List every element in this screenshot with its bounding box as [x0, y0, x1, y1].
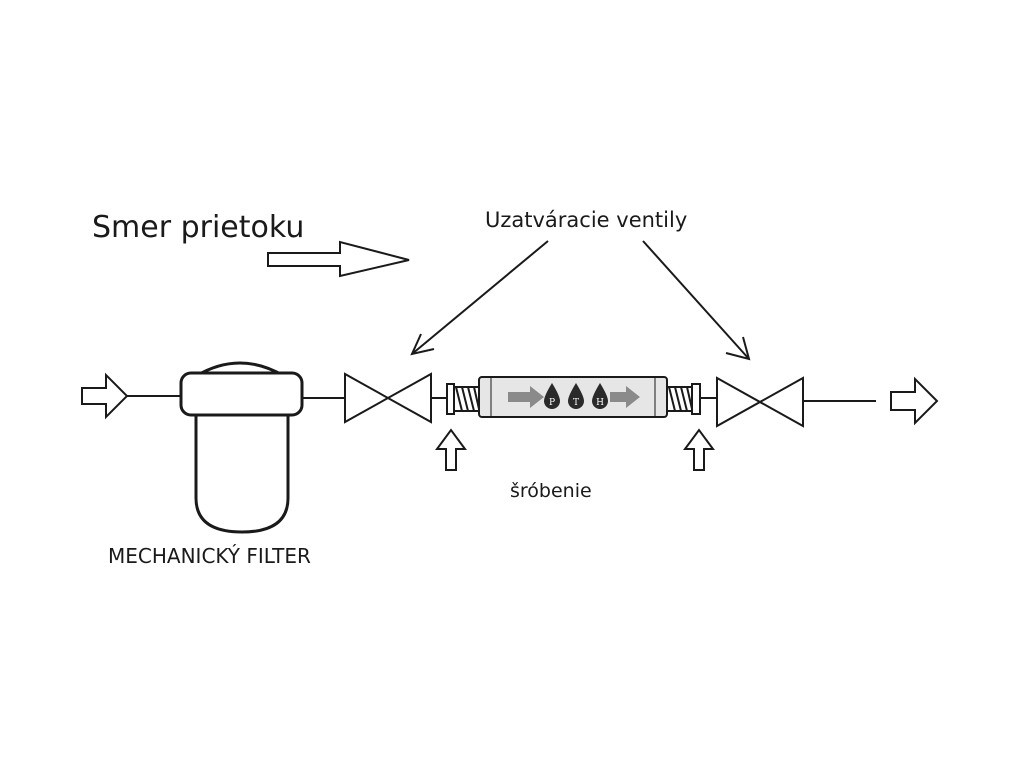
- cartridge-arrow-tail: [508, 386, 544, 408]
- drop-p-label: P: [549, 398, 555, 408]
- drop-p-icon: P: [544, 383, 560, 409]
- shutoff-valve-right: [716, 376, 804, 428]
- drop-t-icon: T: [568, 383, 584, 409]
- cartridge: P T H: [478, 376, 668, 418]
- pointer-to-left-valve: [410, 240, 549, 356]
- fitting-arrow-right: [683, 428, 715, 471]
- cartridge-arrow-head: [610, 386, 640, 408]
- mechanical-filter-label: MECHANICKÝ FILTER: [108, 544, 311, 568]
- fitting-left: [446, 383, 480, 415]
- mechanical-filter: [179, 361, 304, 534]
- drop-h-icon: H: [592, 383, 608, 409]
- outlet-arrow: [890, 376, 939, 426]
- shutoff-valve-left: [344, 372, 432, 424]
- drop-t-label: T: [573, 398, 579, 408]
- fitting-arrow-left: [435, 428, 467, 471]
- filter-head: [179, 371, 304, 417]
- shutoff-valves-label: Uzatváracie ventily: [485, 208, 687, 232]
- flow-direction-label: Smer prietoku: [92, 210, 304, 245]
- drop-h-label: H: [596, 398, 604, 408]
- flow-direction-arrow: [267, 240, 410, 278]
- filter-housing: [194, 412, 290, 534]
- pointer-to-right-valve: [642, 240, 751, 361]
- fittings-label: šróbenie: [510, 480, 592, 502]
- inlet-arrow: [81, 372, 129, 420]
- fitting-right: [667, 383, 701, 415]
